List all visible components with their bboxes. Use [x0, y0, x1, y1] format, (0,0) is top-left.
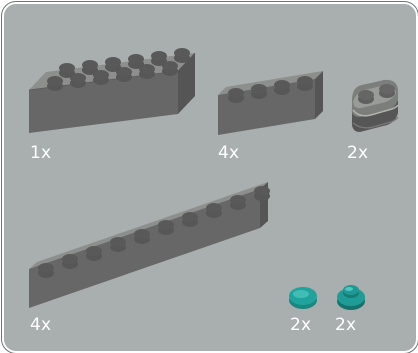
part-3-quantity: 2x [347, 143, 369, 163]
brick-2x6-icon [28, 48, 196, 133]
round-tile-icon [289, 287, 317, 309]
brick-1x8-icon [29, 182, 270, 308]
part-5-quantity: 2x [290, 315, 312, 335]
part-4-quantity: 4x [30, 315, 52, 335]
brick-1x4-icon [218, 71, 323, 135]
part-1-quantity: 1x [30, 143, 52, 163]
part-6-quantity: 2x [335, 315, 357, 335]
part-2-quantity: 4x [218, 143, 240, 163]
plate-1x2-rounded-icon [351, 79, 399, 132]
round-stud-icon [337, 285, 365, 310]
